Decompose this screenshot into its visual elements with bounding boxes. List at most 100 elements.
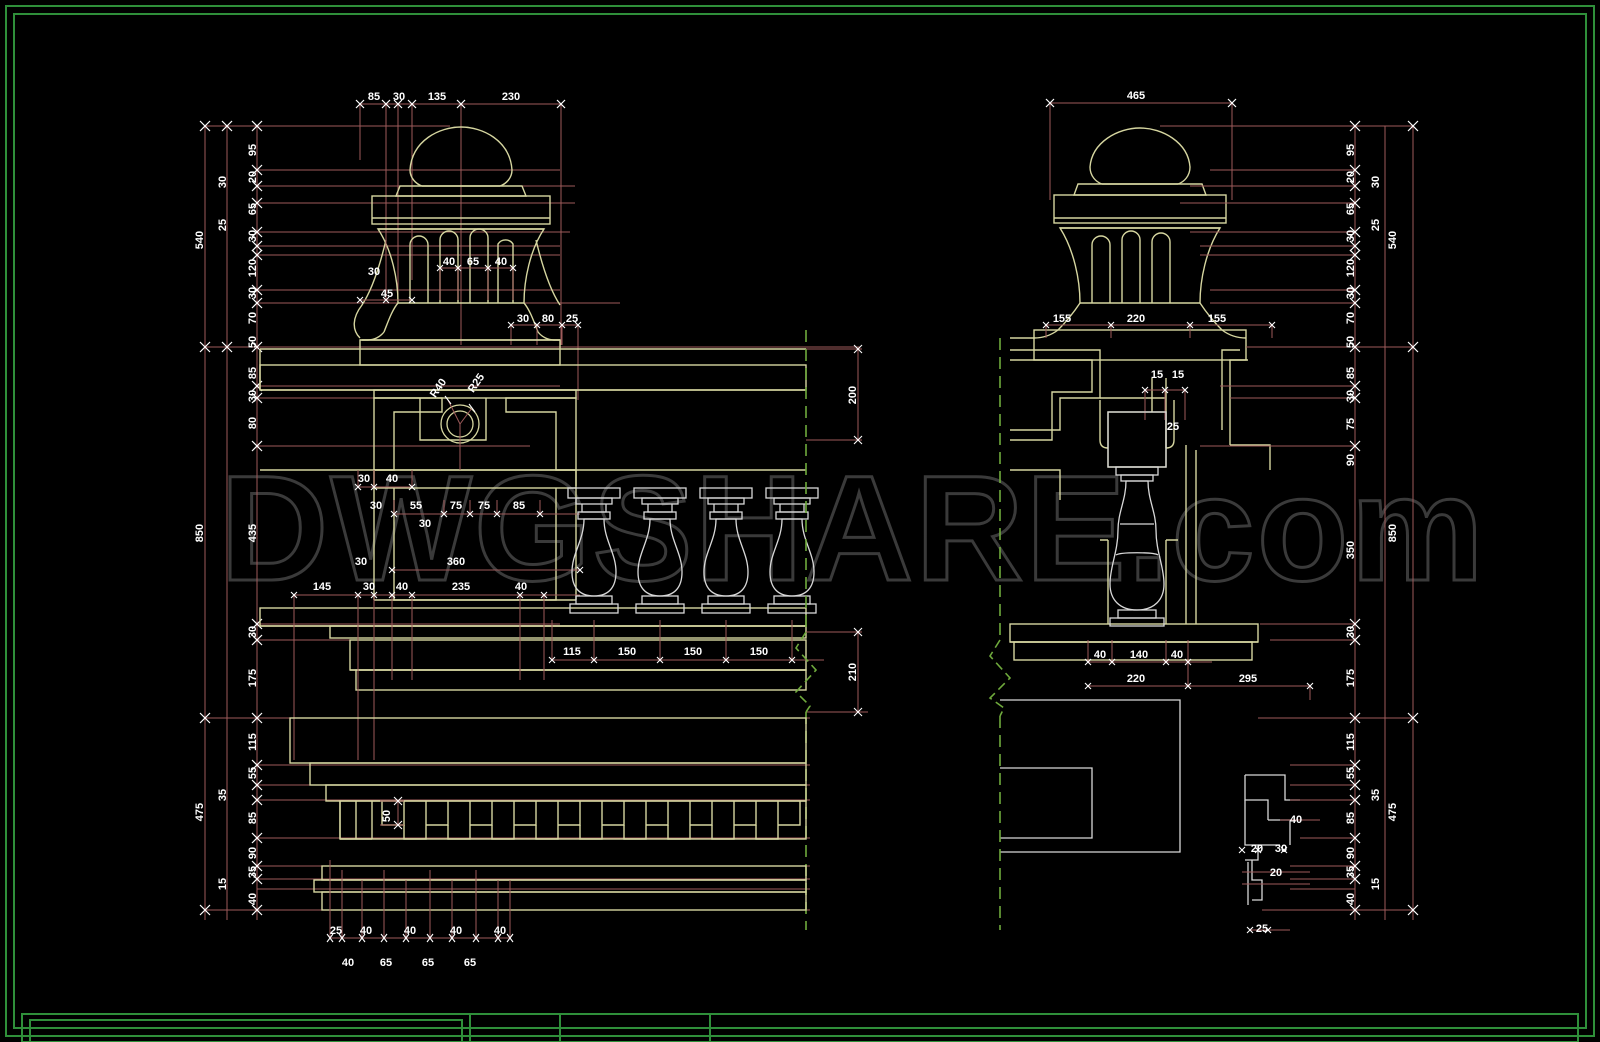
front-mid3-360: 360 [447, 556, 465, 568]
front-mid-dimline-2 [393, 500, 580, 515]
front-dim-lines [204, 125, 860, 920]
front-bal-150b: 150 [684, 646, 702, 658]
front-flute-40a: 40 [443, 256, 455, 268]
front-top-230: 230 [502, 91, 520, 103]
section-base-155b: 155 [1208, 313, 1226, 325]
section-neck-15a: 15 [1151, 369, 1163, 381]
section-top-dimline [1049, 102, 1233, 200]
front-mid4-145: 145 [313, 581, 331, 593]
section-dim-r8: 85 [1345, 367, 1357, 379]
front-dim-mid-30: 30 [217, 176, 229, 188]
front-dim-475: 475 [194, 803, 206, 821]
front-top-30: 30 [393, 91, 405, 103]
dentil-course [339, 801, 801, 840]
section-step-ticks [1238, 846, 1288, 934]
front-dim-i5: 30 [247, 287, 259, 299]
section-step-30: 30 [1275, 843, 1287, 855]
section-dim-r7: 50 [1345, 336, 1357, 348]
front-dim-i4: 120 [247, 259, 259, 277]
section-dim-r14: 115 [1345, 733, 1357, 751]
front-cap-right-dimline [510, 324, 579, 400]
section-dim-r13: 175 [1345, 669, 1357, 687]
section-dim-540: 540 [1387, 231, 1399, 249]
front-bot2-65b: 65 [422, 957, 434, 969]
front-top-dimline [359, 103, 562, 345]
front-top-85: 85 [368, 91, 380, 103]
front-flute-ticks [436, 264, 517, 272]
front-dim-i7: 50 [247, 336, 259, 348]
section-base-dimline [1045, 324, 1273, 338]
section-dim-r6: 70 [1345, 312, 1357, 324]
front-dim-i0: 95 [247, 144, 259, 156]
section-neck-15b: 15 [1172, 369, 1184, 381]
section-base-220: 220 [1127, 313, 1145, 325]
front-bottom-ticks [326, 933, 514, 943]
front-bot2-65c: 65 [464, 957, 476, 969]
front-dim-i16: 90 [247, 847, 259, 859]
section-dim-r0: 95 [1345, 144, 1357, 156]
section-step-dimline [1242, 819, 1320, 931]
front-dentil-50: 50 [381, 810, 393, 822]
section-right-ticks [1349, 120, 1419, 916]
front-right-dimline [806, 348, 868, 713]
front-top-135: 135 [428, 91, 446, 103]
front-mid1-30: 30 [358, 473, 370, 485]
section-dim-850: 850 [1387, 524, 1399, 542]
front-right-ticks [853, 344, 863, 717]
section-step-20a: 20 [1251, 843, 1263, 855]
front-mid2-55: 55 [410, 500, 422, 512]
front-baluster-dimline [551, 620, 824, 661]
front-dim-435: 435 [247, 524, 259, 542]
front-cap-r30: 30 [517, 313, 529, 325]
front-dentil-ticks [393, 796, 403, 830]
section-mid-30: 30 [1370, 176, 1382, 188]
front-mid2-ticks [390, 510, 544, 518]
front-mid3-30: 30 [355, 556, 367, 568]
section-break-line [988, 639, 1012, 717]
front-mid4-30: 30 [363, 581, 375, 593]
front-cap-geometry [353, 126, 561, 341]
section-plinth-40b: 40 [1171, 649, 1183, 661]
front-mid4-ticks [290, 591, 548, 599]
front-cap-r25: 25 [566, 313, 578, 325]
baluster [633, 487, 687, 614]
section-dim-lines [1160, 125, 1414, 920]
front-dim-i17: 35 [247, 866, 259, 878]
front-right-200: 200 [847, 386, 859, 404]
front-right-210: 210 [847, 663, 859, 681]
section-plinth-dimline [1087, 640, 1311, 700]
front-left-dim-ticks [199, 120, 263, 916]
section-neck-25: 25 [1167, 421, 1179, 433]
section-mid-15: 15 [1370, 878, 1382, 890]
front-dim-i6: 70 [247, 312, 259, 324]
front-dim-i10: 80 [247, 417, 259, 429]
section-dim-475: 475 [1387, 803, 1399, 821]
section-base-155a: 155 [1053, 313, 1071, 325]
front-dim-i15: 85 [247, 812, 259, 824]
front-mid2-75b: 75 [478, 500, 490, 512]
front-dim-i13: 115 [247, 733, 259, 751]
front-roundel-leader [447, 399, 473, 470]
front-dim-i11: 30 [247, 626, 259, 638]
front-cap45-ticks [356, 296, 416, 304]
front-dim-i9: 30 [247, 390, 259, 402]
section-step-25: 25 [1256, 923, 1268, 935]
section-dim-r3: 30 [1345, 230, 1357, 242]
front-break-line [794, 631, 818, 713]
section-plinth-295: 295 [1239, 673, 1257, 685]
sheet-border [5, 5, 1595, 1037]
baluster [699, 487, 753, 614]
section-cap [1010, 127, 1247, 361]
front-cap-30: 30 [368, 266, 380, 278]
section-dim-r17: 90 [1345, 847, 1357, 859]
baluster [765, 487, 819, 614]
front-baluster-ticks [548, 656, 796, 664]
section-dim-r10: 75 [1345, 418, 1357, 430]
title-block [21, 1013, 1579, 1042]
front-bot-40b: 40 [404, 925, 416, 937]
front-dim-mid-15: 15 [217, 878, 229, 890]
front-dim-i1: 20 [247, 171, 259, 183]
front-bot-40c: 40 [450, 925, 462, 937]
section-dim-r16: 85 [1345, 812, 1357, 824]
